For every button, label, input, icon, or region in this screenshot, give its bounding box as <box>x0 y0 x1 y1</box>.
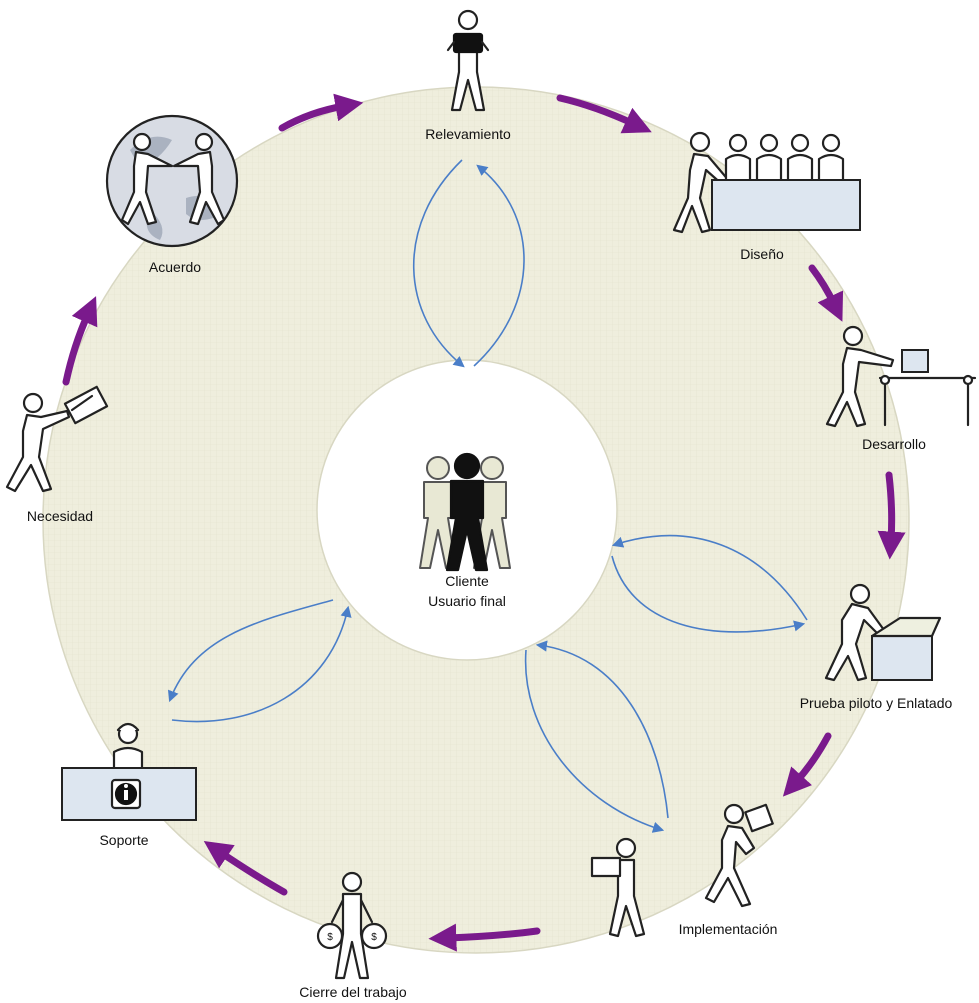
feedback-arrow <box>412 159 465 368</box>
cycle-arrow <box>278 93 364 132</box>
cycle-arrow <box>782 732 832 797</box>
stage-label-acuerdo: Acuerdo <box>149 259 201 275</box>
center-label-line1: Cliente <box>445 573 489 589</box>
stage-label-relevamiento: Relevamiento <box>425 126 511 142</box>
feedback-arrow <box>171 605 352 723</box>
stage-label-desarrollo: Desarrollo <box>862 436 926 452</box>
cycle-arrow <box>556 94 652 134</box>
cycle-arrow <box>877 471 906 560</box>
stage-label-diseno: Diseño <box>740 246 784 262</box>
desarrollo-conveyor-icon <box>825 325 977 428</box>
stage-label-necesidad: Necesidad <box>27 508 93 524</box>
stage-label-prueba: Prueba piloto y Enlatado <box>800 695 953 711</box>
svg-text:$: $ <box>327 932 333 943</box>
cierre-money-bag-icon: $ $ <box>316 871 388 980</box>
implementacion-carry-icon <box>590 803 774 938</box>
cycle-arrow <box>62 296 98 386</box>
stage-label-implementacion: Implementación <box>679 921 778 937</box>
acuerdo-globe-icon <box>105 114 239 248</box>
feedback-arrow <box>611 555 806 633</box>
feedback-arrow <box>535 640 669 819</box>
soporte-headset-icon <box>61 722 197 821</box>
tv-icon <box>452 32 484 54</box>
feedback-arrows <box>167 159 808 833</box>
cycle-arrows <box>62 93 906 952</box>
stage-label-soporte: Soporte <box>99 832 148 848</box>
svg-text:$: $ <box>371 932 377 943</box>
necesidad-envelope-icon <box>5 385 109 493</box>
center-label-line2: Usuario final <box>428 593 506 609</box>
client-group-icon <box>419 452 511 572</box>
cycle-arrow <box>808 264 844 322</box>
prueba-box-icon <box>824 583 942 682</box>
stage-label-cierre: Cierre del trabajo <box>299 984 407 1000</box>
feedback-arrow <box>611 534 808 621</box>
cycle-arrow <box>203 841 288 896</box>
feedback-arrow <box>524 649 665 833</box>
cycle-arrow <box>428 923 541 952</box>
feedback-arrow <box>167 599 334 703</box>
diseno-meeting-icon <box>672 131 861 234</box>
envelope-icon <box>63 385 109 425</box>
relevamiento-person-icon <box>446 9 490 112</box>
feedback-arrow <box>473 164 525 367</box>
